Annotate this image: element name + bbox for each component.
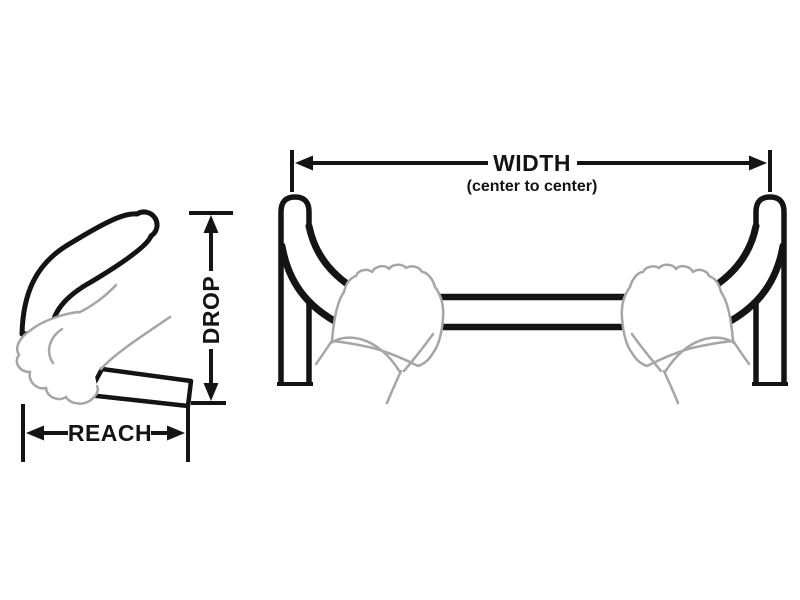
side-hand: [15, 283, 172, 405]
side-thumb-line: [47, 327, 64, 365]
reach-right-arrow: [167, 425, 185, 441]
front-wrist-line: [385, 369, 403, 405]
front-forearm-right-edge: [402, 332, 435, 373]
reach-dimension: REACH: [21, 404, 190, 462]
width-left-arrow: [295, 155, 313, 171]
side-fist-outline: [15, 310, 99, 405]
handlebar-side-view: [15, 209, 194, 409]
front-wrist-crease: [329, 336, 402, 374]
width-dimension: WIDTH (center to center): [290, 150, 772, 195]
width-label: WIDTH: [493, 150, 571, 176]
handlebar-front-view: [277, 197, 788, 405]
reach-label: REACH: [68, 420, 152, 446]
front-fist: [330, 263, 445, 368]
side-forearm-top-line: [76, 283, 118, 315]
front-forearm-left-edge: [314, 340, 333, 366]
drop-dimension: DROP: [189, 211, 233, 405]
side-bar-top-curve: [19, 209, 160, 337]
side-fist-fill: [16, 312, 98, 404]
front-left-hand: [314, 263, 445, 405]
side-bar-drop-section: [85, 366, 194, 409]
drop-bottom-arrow: [203, 383, 219, 401]
drop-label: DROP: [198, 276, 224, 344]
drop-top-arrow: [203, 215, 219, 233]
width-right-arrow: [749, 155, 767, 171]
side-forearm-bottom-line: [99, 315, 172, 371]
width-note-label: (center to center): [467, 178, 598, 195]
reach-left-arrow: [26, 425, 44, 441]
